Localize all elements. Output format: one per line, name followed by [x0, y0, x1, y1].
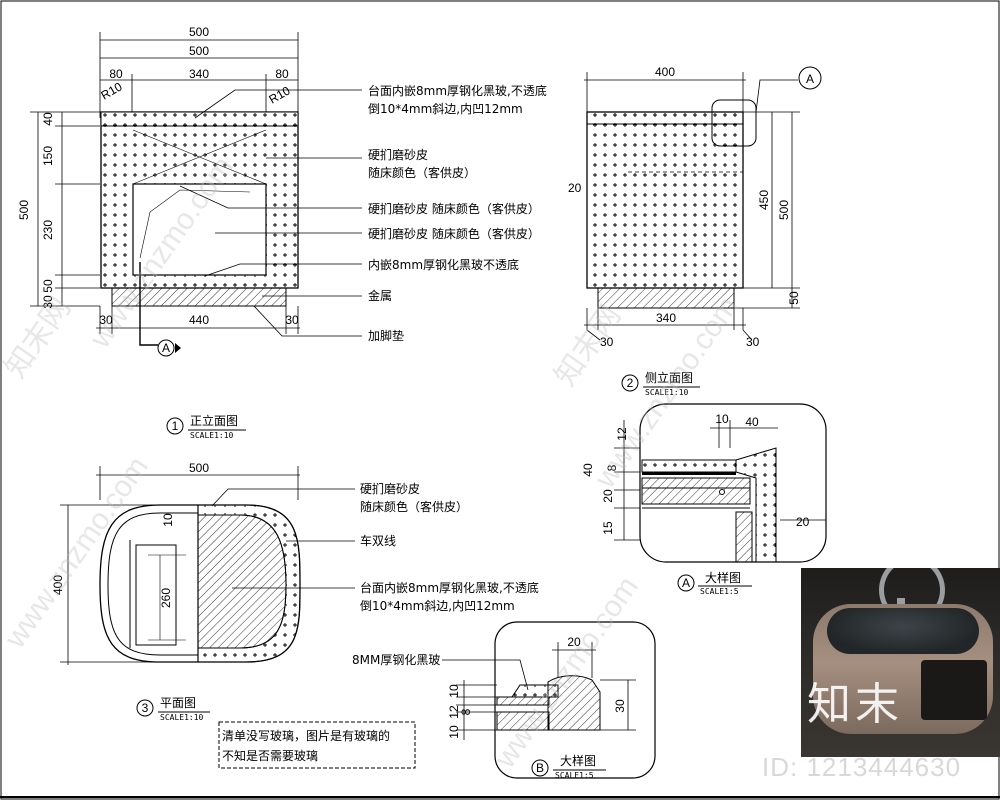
front-title: 正立面图: [190, 413, 238, 428]
dim-bottom-panel: 50: [41, 279, 55, 293]
watermark-brand-1: 知末网: [0, 291, 77, 384]
dim-opening-h: 230: [41, 220, 55, 240]
dim-right-border: 80: [275, 67, 289, 81]
callout-leather-inner: 硬扪磨砂皮 随床颜色（客供皮）: [368, 201, 540, 216]
plan-dim-width: 500: [189, 461, 209, 475]
radius-right: R10: [267, 83, 293, 106]
side-dim-total-h: 500: [777, 200, 791, 220]
section-mark-a: A: [162, 341, 170, 355]
side-title-number: 2: [627, 376, 634, 390]
watermark-brand-2: 知末网: [549, 299, 628, 392]
plan-callout-double-stitch: 车双线: [360, 533, 396, 548]
plan-dim-depth: 400: [51, 575, 65, 595]
detail-b-dim-0: 20: [567, 635, 581, 649]
dim-foot-left: 30: [99, 313, 113, 327]
callout-leather: 硬扪磨砂皮: [368, 147, 428, 162]
front-title-number: 1: [172, 419, 179, 433]
side-dim-base-h: 50: [787, 291, 801, 305]
plan-title: 平面图: [160, 696, 196, 710]
side-elevation: 400 20 450 500 50 30 340 30 A 2 侧立面图: [568, 65, 822, 397]
detail-a-dim-7: 20: [796, 515, 810, 529]
dim-height: 500: [17, 200, 31, 220]
plan-callout-bevel: 倒10*4mm斜边,内凹12mm: [360, 599, 515, 613]
callout-metal: 金属: [368, 288, 392, 303]
detail-a: 10 40 12 40 8 20 15 20 A 大样图 SCALE1:5: [581, 403, 827, 596]
side-title: 侧立面图: [645, 370, 693, 385]
callout-glass-top: 台面内嵌8mm厚钢化黑玻,不透底: [368, 83, 547, 98]
detail-b-title-letter: B: [536, 761, 544, 775]
photo-brand-text: 知末: [807, 679, 903, 730]
plan-dim-small: 10: [161, 513, 175, 527]
front-scale: SCALE1:10: [190, 431, 234, 440]
detail-a-dim-1: 40: [745, 415, 759, 429]
detail-a-dim-3: 40: [581, 463, 595, 477]
detail-a-title: 大样图: [705, 570, 741, 585]
dim-base-width: 440: [189, 313, 209, 327]
dim-width-top: 500: [189, 44, 209, 58]
dim-base: 30: [41, 295, 55, 309]
plan-callout-glass: 台面内嵌8mm厚钢化黑玻,不透底: [360, 580, 539, 595]
front-elevation: 500 500 80 340 80 R10 R10 500 40 150 230…: [17, 25, 547, 440]
dim-opening: 340: [189, 67, 209, 81]
detail-b-dim-3: 8: [459, 708, 473, 715]
plan-callout-color: 随床颜色（客供皮）: [360, 499, 468, 514]
callout-leather-color: 随床颜色（客供皮）: [368, 165, 476, 180]
detail-b: 8MM厚钢化黑玻 20 10 12 8 10 30 B 大样图 SCALE1:5: [352, 621, 656, 780]
detail-b-dim-2: 12: [447, 705, 461, 719]
side-dim-body-h: 450: [757, 190, 771, 210]
detail-a-scale: SCALE1:5: [700, 587, 739, 596]
callout-leather-back: 硬扪磨砂皮 随床颜色（客供皮）: [368, 226, 540, 241]
detail-a-dim-4: 8: [605, 464, 619, 471]
dim-left-border: 80: [109, 67, 123, 81]
dim-upper-panel: 150: [41, 146, 55, 166]
watermark-id: ID: 1213444630: [762, 752, 962, 782]
detail-a-marker: A: [806, 72, 814, 86]
plan-view: 500 400 260 10 硬扪磨砂皮 随床颜色（客供皮） 车双线 台面内嵌8…: [51, 461, 539, 769]
callout-bevel: 倒10*4mm斜边,内凹12mm: [368, 102, 523, 116]
glass-top: [827, 608, 979, 654]
dim-width-overall: 500: [189, 25, 209, 39]
callout-foot-pad: 加脚垫: [368, 328, 404, 343]
side-dim-base-depth: 340: [656, 311, 676, 325]
side-dim-foot-right: 30: [746, 335, 760, 349]
plan-dim-inner: 260: [159, 588, 173, 608]
detail-b-dim-4: 10: [447, 725, 461, 739]
detail-a-dim-2: 12: [615, 427, 629, 441]
radius-left: R10: [99, 79, 125, 102]
side-scale: SCALE1:10: [645, 388, 689, 397]
plan-title-number: 3: [142, 701, 149, 715]
detail-b-dim-5: 30: [613, 699, 627, 713]
side-dim-depth: 400: [655, 65, 675, 79]
plan-note-line-2: 不知是否需要玻璃: [222, 749, 318, 763]
side-dim-foot-left: 30: [600, 335, 614, 349]
open-niche: [921, 660, 987, 720]
detail-b-title: 大样图: [560, 753, 596, 768]
side-dim-inset: 20: [568, 181, 582, 195]
detail-b-glass-label: 8MM厚钢化黑玻: [352, 653, 440, 667]
plan-note-line-1: 清单没写玻璃，图片是有玻璃的: [222, 728, 390, 743]
plan-scale: SCALE1:10: [160, 713, 204, 722]
plan-callout-leather: 硬扪磨砂皮: [360, 481, 420, 496]
callout-glass-bottom: 内嵌8mm厚钢化黑玻不透底: [368, 257, 519, 272]
dim-foot-right: 30: [285, 313, 299, 327]
detail-a-dim-5: 20: [601, 489, 615, 503]
detail-b-dim-1: 10: [447, 684, 461, 698]
detail-a-title-letter: A: [682, 576, 690, 590]
dim-top-band: 40: [41, 112, 55, 126]
product-photo: 知末: [801, 568, 1000, 757]
detail-a-dim-0: 10: [715, 412, 729, 426]
detail-a-dim-6: 15: [601, 521, 615, 535]
detail-b-scale: SCALE1:5: [555, 771, 594, 780]
